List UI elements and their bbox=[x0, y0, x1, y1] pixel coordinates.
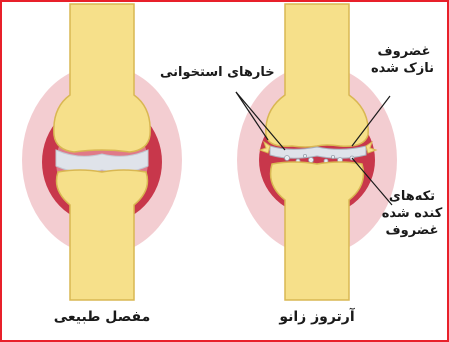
label-fragments-line3: غضروف bbox=[380, 222, 444, 239]
caption-normal-joint: مفصل طبیعی bbox=[52, 309, 152, 325]
label-thin-cartilage: غضروف نازک شده bbox=[374, 43, 434, 77]
normal-joint-illustration bbox=[22, 4, 182, 300]
label-osteophytes: خارهای استخوانی bbox=[160, 64, 275, 81]
label-fragments-line2: کنده شده bbox=[380, 205, 444, 222]
arthrosis-illustration bbox=[237, 4, 397, 300]
caption-arthrosis: آرتروز زانو bbox=[267, 309, 367, 325]
label-fragments: تکه‌های کنده شده غضروف bbox=[380, 188, 444, 239]
arthrosis-tibia bbox=[271, 162, 364, 300]
normal-tibia bbox=[57, 170, 148, 300]
label-fragments-line1: تکه‌های bbox=[380, 188, 444, 205]
label-thin-cartilage-line2: نازک شده bbox=[374, 60, 434, 77]
label-thin-cartilage-line1: غضروف bbox=[374, 43, 434, 60]
